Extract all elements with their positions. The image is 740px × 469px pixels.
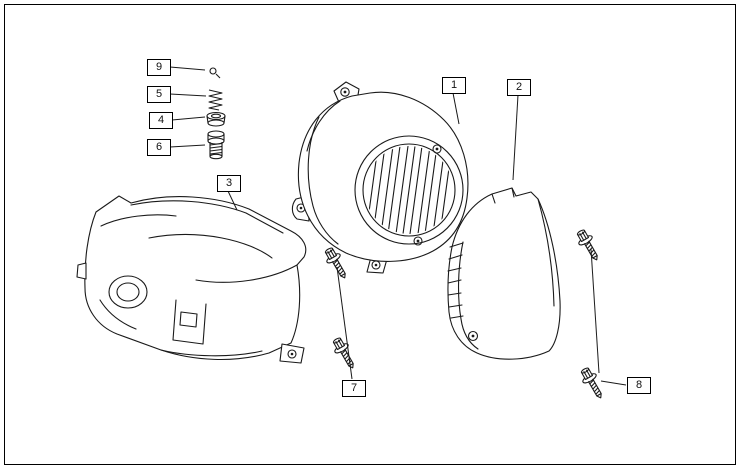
screw-plug-part	[207, 130, 225, 160]
screw-8-lower	[577, 364, 608, 403]
callout-4[interactable]: 4	[149, 112, 173, 129]
callout-9[interactable]: 9	[147, 59, 171, 76]
callout-1[interactable]: 1	[442, 77, 466, 94]
screw-7-lower	[329, 334, 360, 373]
callout-7[interactable]: 7	[342, 380, 366, 397]
fan-cover-part	[291, 81, 469, 274]
spring-part	[208, 89, 223, 111]
cylinder-head-cover-part	[76, 195, 307, 364]
callout-8[interactable]: 8	[627, 377, 651, 394]
callout-6[interactable]: 6	[147, 139, 171, 156]
callout-2[interactable]: 2	[507, 79, 531, 96]
leader-lines	[169, 66, 627, 386]
pin-part	[209, 67, 221, 79]
callout-5[interactable]: 5	[147, 86, 171, 103]
callout-3[interactable]: 3	[217, 175, 241, 192]
screw-8-upper	[573, 226, 604, 265]
washer-cup-part	[206, 111, 226, 127]
shroud-part	[447, 187, 561, 360]
